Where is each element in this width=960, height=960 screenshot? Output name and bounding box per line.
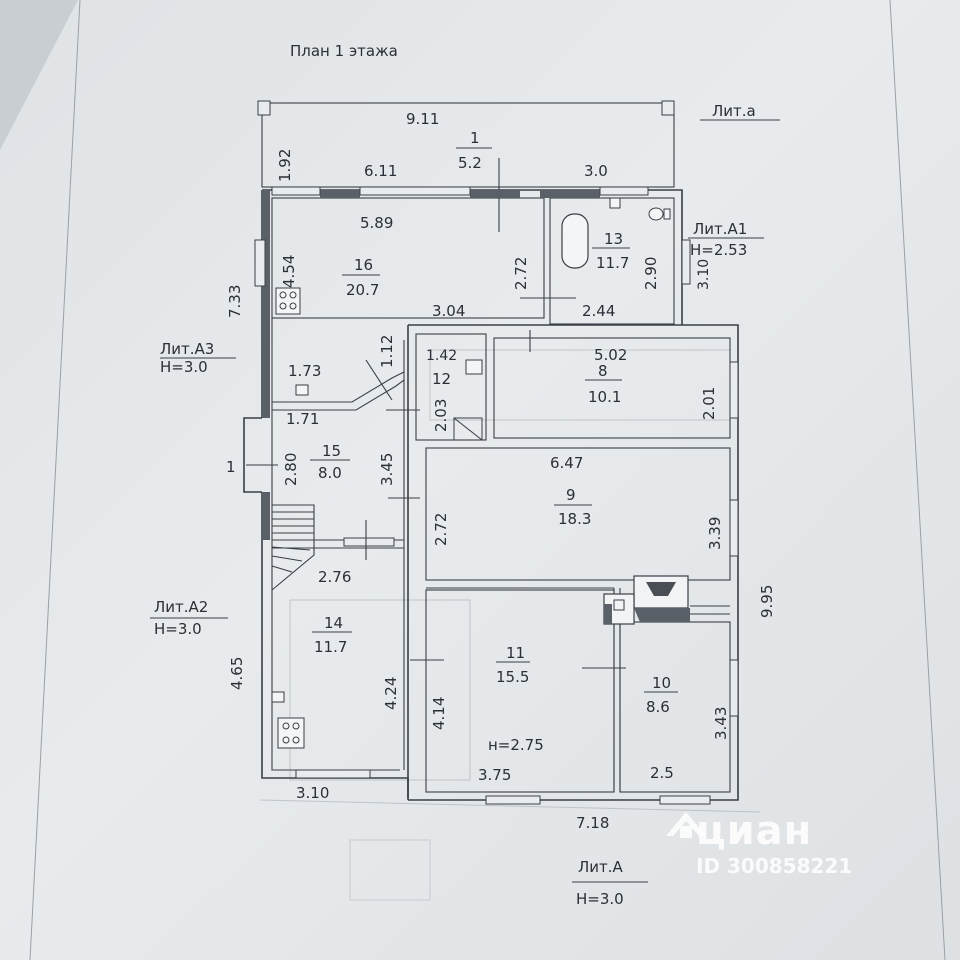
dimension-label: 6.47 [550, 454, 583, 472]
lit-a-small-label: Лит.а [712, 102, 756, 120]
dimension-label: 2.01 [700, 387, 718, 420]
room-10-number: 10 [652, 674, 671, 692]
dimension-label: 7.33 [226, 285, 244, 318]
watermark-brand: циан [696, 808, 813, 854]
dimension-label: 1 [226, 458, 236, 476]
stove [603, 575, 730, 625]
dimension-label: 2.72 [432, 513, 450, 546]
lit-a3-label: Лит.А3 [160, 340, 214, 358]
room-1-area: 5.2 [458, 154, 482, 172]
sheet-frame-right [889, 0, 946, 960]
room-16-number: 16 [354, 256, 373, 274]
room-9-area: 18.3 [558, 510, 591, 528]
sink-icon [271, 197, 621, 703]
dimension-label: 1.12 [378, 335, 396, 368]
room-8-area: 10.1 [588, 388, 621, 406]
dimension-label: 9.95 [758, 585, 776, 618]
dimension-label: 1.42 [426, 348, 457, 364]
dimension-label: 5.89 [360, 214, 393, 232]
room-13-area: 11.7 [596, 254, 629, 272]
dimension-label: 3.0 [584, 162, 608, 180]
dimension-label: 3.04 [432, 302, 465, 320]
toilet-icon [648, 207, 671, 221]
dimension-label: 3.10 [296, 784, 329, 802]
dimension-label: 9.11 [406, 110, 439, 128]
room-9-number: 9 [566, 486, 576, 504]
dimension-ticks [246, 297, 626, 669]
lit-a-outline [261, 102, 675, 188]
label-underlines [150, 119, 780, 883]
dimension-label: 7.18 [576, 814, 609, 832]
room-15-area: 8.0 [318, 464, 342, 482]
lit-a-label: Лит.А [578, 858, 624, 876]
dimension-label: 2.76 [318, 568, 351, 586]
dimension-label: 3.43 [712, 707, 730, 740]
lit-a1-label: Лит.А1 [693, 220, 747, 238]
dimension-label: 1.92 [276, 149, 294, 182]
room-14-number: 14 [324, 614, 343, 632]
staircase [271, 504, 315, 591]
dimension-label: 1.71 [286, 410, 319, 428]
dimension-label: 3.39 [706, 517, 724, 550]
dimension-label: 2.03 [432, 399, 450, 432]
stove-burner-icon [275, 287, 301, 315]
inner-walls [271, 197, 731, 793]
windows [254, 186, 739, 805]
watermark-id: ID 300858221 [696, 854, 853, 878]
dimension-label: 2.44 [582, 302, 615, 320]
stove-burner-icon [277, 717, 305, 749]
dimension-label: 4.65 [228, 657, 246, 690]
wall-fills [262, 190, 600, 540]
room-11-area: 15.5 [496, 668, 529, 686]
ceiling-height-label: н=2.75 [488, 736, 544, 754]
lit-a3-height-label: H=3.0 [160, 358, 208, 376]
room-8-number: 8 [598, 362, 608, 380]
plan-title: План 1 этажа [290, 42, 398, 60]
lit-a-height-label: H=3.0 [576, 890, 624, 908]
lit-a1-height-label: H=2.53 [690, 241, 747, 259]
room-1-number: 1 [470, 129, 480, 147]
room-12-number: 12 [432, 370, 451, 388]
dimension-label: 2.90 [642, 257, 660, 290]
dimension-label: 2.80 [282, 453, 300, 486]
corner-post-right [661, 100, 675, 116]
dimension-label: 5.02 [594, 346, 627, 364]
room-11-number: 11 [506, 644, 525, 662]
cian-house-icon [666, 812, 706, 838]
room-16-area: 20.7 [346, 281, 379, 299]
sheet-frame-left [29, 0, 81, 960]
room-15-number: 15 [322, 442, 341, 460]
dimension-label: 4.14 [430, 697, 448, 730]
boiler-icon [453, 417, 483, 441]
room-14-area: 11.7 [314, 638, 347, 656]
dimension-label: 3.10 [696, 259, 712, 290]
lit-a2-label: Лит.А2 [154, 598, 208, 616]
dimension-label: 1.73 [288, 362, 321, 380]
room-13-number: 13 [604, 230, 623, 248]
dimension-label: 2.5 [650, 764, 674, 782]
lit-a2-height-label: H=3.0 [154, 620, 202, 638]
dimension-label: 6.11 [364, 162, 397, 180]
show-through-lines [259, 349, 761, 901]
room-10-area: 8.6 [646, 698, 670, 716]
dimension-label: 3.45 [378, 453, 396, 486]
paper-fold-corner [0, 0, 78, 150]
dimension-label: 2.72 [512, 257, 530, 290]
dimension-label: 4.54 [280, 255, 298, 288]
dimension-label: 4.24 [382, 677, 400, 710]
watermark: циан ID 300858221 [662, 808, 852, 878]
bathtub-icon [561, 213, 589, 269]
corner-post-left [257, 100, 271, 116]
dimension-label: 3.75 [478, 766, 511, 784]
